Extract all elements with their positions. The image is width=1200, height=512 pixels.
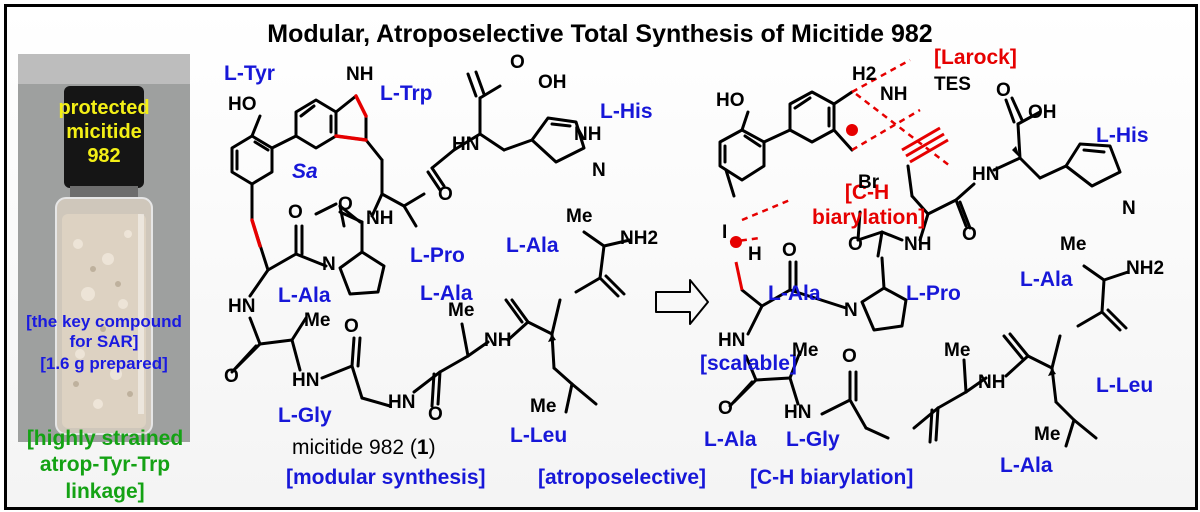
atom-right-me-3: Me xyxy=(944,340,971,361)
vial-photo: protected micitide 982 [the key compound… xyxy=(18,54,190,442)
atom-left-me-1: Me xyxy=(566,206,593,227)
residue-label-left-leu: L-Leu xyxy=(510,424,568,447)
residue-label-left-tyr: L-Tyr xyxy=(224,62,275,85)
atom-right-pro-n: N xyxy=(844,300,858,321)
reaction-label-larock: [Larock] xyxy=(934,46,1017,69)
atom-right-tes: TES xyxy=(934,74,971,95)
atom-left-me-2: Me xyxy=(304,310,331,331)
atom-left-o-5: O xyxy=(224,366,239,387)
feature-modular-synthesis: [modular synthesis] xyxy=(286,466,486,489)
residue-label-left-gly: L-Gly xyxy=(278,404,332,427)
residue-label-left-ala-3: L-Ala xyxy=(420,282,473,305)
atom-left-o-3: O xyxy=(288,202,303,223)
atom-right-hn-3: HN xyxy=(784,402,812,423)
compound-number: 1 xyxy=(416,436,429,459)
atom-left-hn-3: HN xyxy=(292,370,320,391)
residue-label-right-his: L-His xyxy=(1096,124,1149,147)
atom-left-o-2: O xyxy=(438,184,453,205)
residue-label-right-ala-1: L-Ala xyxy=(1020,268,1073,291)
atom-right-me-2: Me xyxy=(792,340,819,361)
atom-right-me-1: Me xyxy=(1060,234,1087,255)
atom-left-nh-1: NH xyxy=(366,208,394,229)
residue-label-right-ala-3: L-Ala xyxy=(704,428,757,451)
atom-right-h2: H2 xyxy=(852,64,877,85)
residue-label-right-ala-4: L-Ala xyxy=(1000,454,1053,477)
atom-right-o-6: O xyxy=(842,346,857,367)
figure-frame xyxy=(4,4,1198,510)
atom-left-me-3: Me xyxy=(448,300,475,321)
residue-label-left-his: L-His xyxy=(600,100,653,123)
atom-left-hn-2: HN xyxy=(228,296,256,317)
feature-scalable: [scalable] xyxy=(700,352,797,375)
atom-right-nh: NH xyxy=(880,84,908,105)
residue-label-right-leu: L-Leu xyxy=(1096,374,1154,397)
compound-name: micitide 982 (1) xyxy=(292,436,436,459)
atom-right-o-2: O xyxy=(962,224,977,245)
feature-atroposelective: [atroposelective] xyxy=(538,466,707,489)
atom-right-i: I xyxy=(722,222,728,243)
atom-left-me-4: Me xyxy=(530,396,557,417)
atom-right-nh2: NH2 xyxy=(1126,258,1165,279)
atom-left-indole-nh: NH xyxy=(346,64,374,85)
atom-right-me-4: Me xyxy=(1034,424,1061,445)
residue-label-right-gly: L-Gly xyxy=(786,428,840,451)
reaction-label-ch-biarylation: [C-H biarylation] xyxy=(812,181,926,230)
atom-left-nh2: NH2 xyxy=(620,228,659,249)
atom-right-o-1: O xyxy=(996,80,1011,101)
atom-right-o-3: O xyxy=(848,234,863,255)
feature-ch-biarylation: [C-H biarylation] xyxy=(750,466,914,489)
atom-right-nh-2: NH xyxy=(978,372,1006,393)
vial-label-name: protected micitide 982 xyxy=(58,97,150,167)
residue-label-left-ala-2: L-Ala xyxy=(278,284,331,307)
atom-right-o-5: O xyxy=(718,398,733,419)
caption-linkage: [highly strained atrop-Tyr-Trp linkage] xyxy=(26,427,184,503)
atom-right-o-4: O xyxy=(782,240,797,261)
atom-right-hn-2: HN xyxy=(718,330,746,351)
residue-label-right-pro: L-Pro xyxy=(906,282,961,305)
atom-left-o-1: O xyxy=(510,52,525,73)
vial-illustration xyxy=(18,54,190,442)
atom-right-hn-1: HN xyxy=(972,164,1000,185)
atom-left-o-4: O xyxy=(338,194,353,215)
vial-label-key-compound: [the key compound for SAR] xyxy=(26,312,182,352)
atom-right-h: H xyxy=(748,244,762,265)
residue-label-left-pro: L-Pro xyxy=(410,244,465,267)
residue-label-left-trp: L-Trp xyxy=(380,82,433,105)
figure-title: Modular, Atroposelective Total Synthesis… xyxy=(267,20,933,48)
atom-left-oh: OH xyxy=(538,72,567,93)
vial-label-amount: [1.6 g prepared] xyxy=(40,354,168,373)
atom-right-oh: OH xyxy=(1028,102,1057,123)
atropisomer-label: Sa xyxy=(292,160,318,183)
atom-right-imid-n: N xyxy=(1122,198,1136,219)
atom-right-br: Br xyxy=(858,172,880,193)
atom-left-ho: HO xyxy=(228,94,257,115)
atom-right-ho: HO xyxy=(716,90,745,111)
atom-left-imid-nh: NH xyxy=(574,124,602,145)
atom-left-hn-4: HN xyxy=(388,392,416,413)
atom-left-pro-n: N xyxy=(322,254,336,275)
atom-left-o-7: O xyxy=(428,404,443,425)
atom-left-nh-2: NH xyxy=(484,330,512,351)
residue-label-left-ala-1: L-Ala xyxy=(506,234,559,257)
atom-left-hn: HN xyxy=(452,134,480,155)
atom-left-o-6: O xyxy=(344,316,359,337)
atom-left-imid-n: N xyxy=(592,160,606,181)
residue-label-right-ala-2: L-Ala xyxy=(768,282,821,305)
atom-right-nh-1: NH xyxy=(904,234,932,255)
